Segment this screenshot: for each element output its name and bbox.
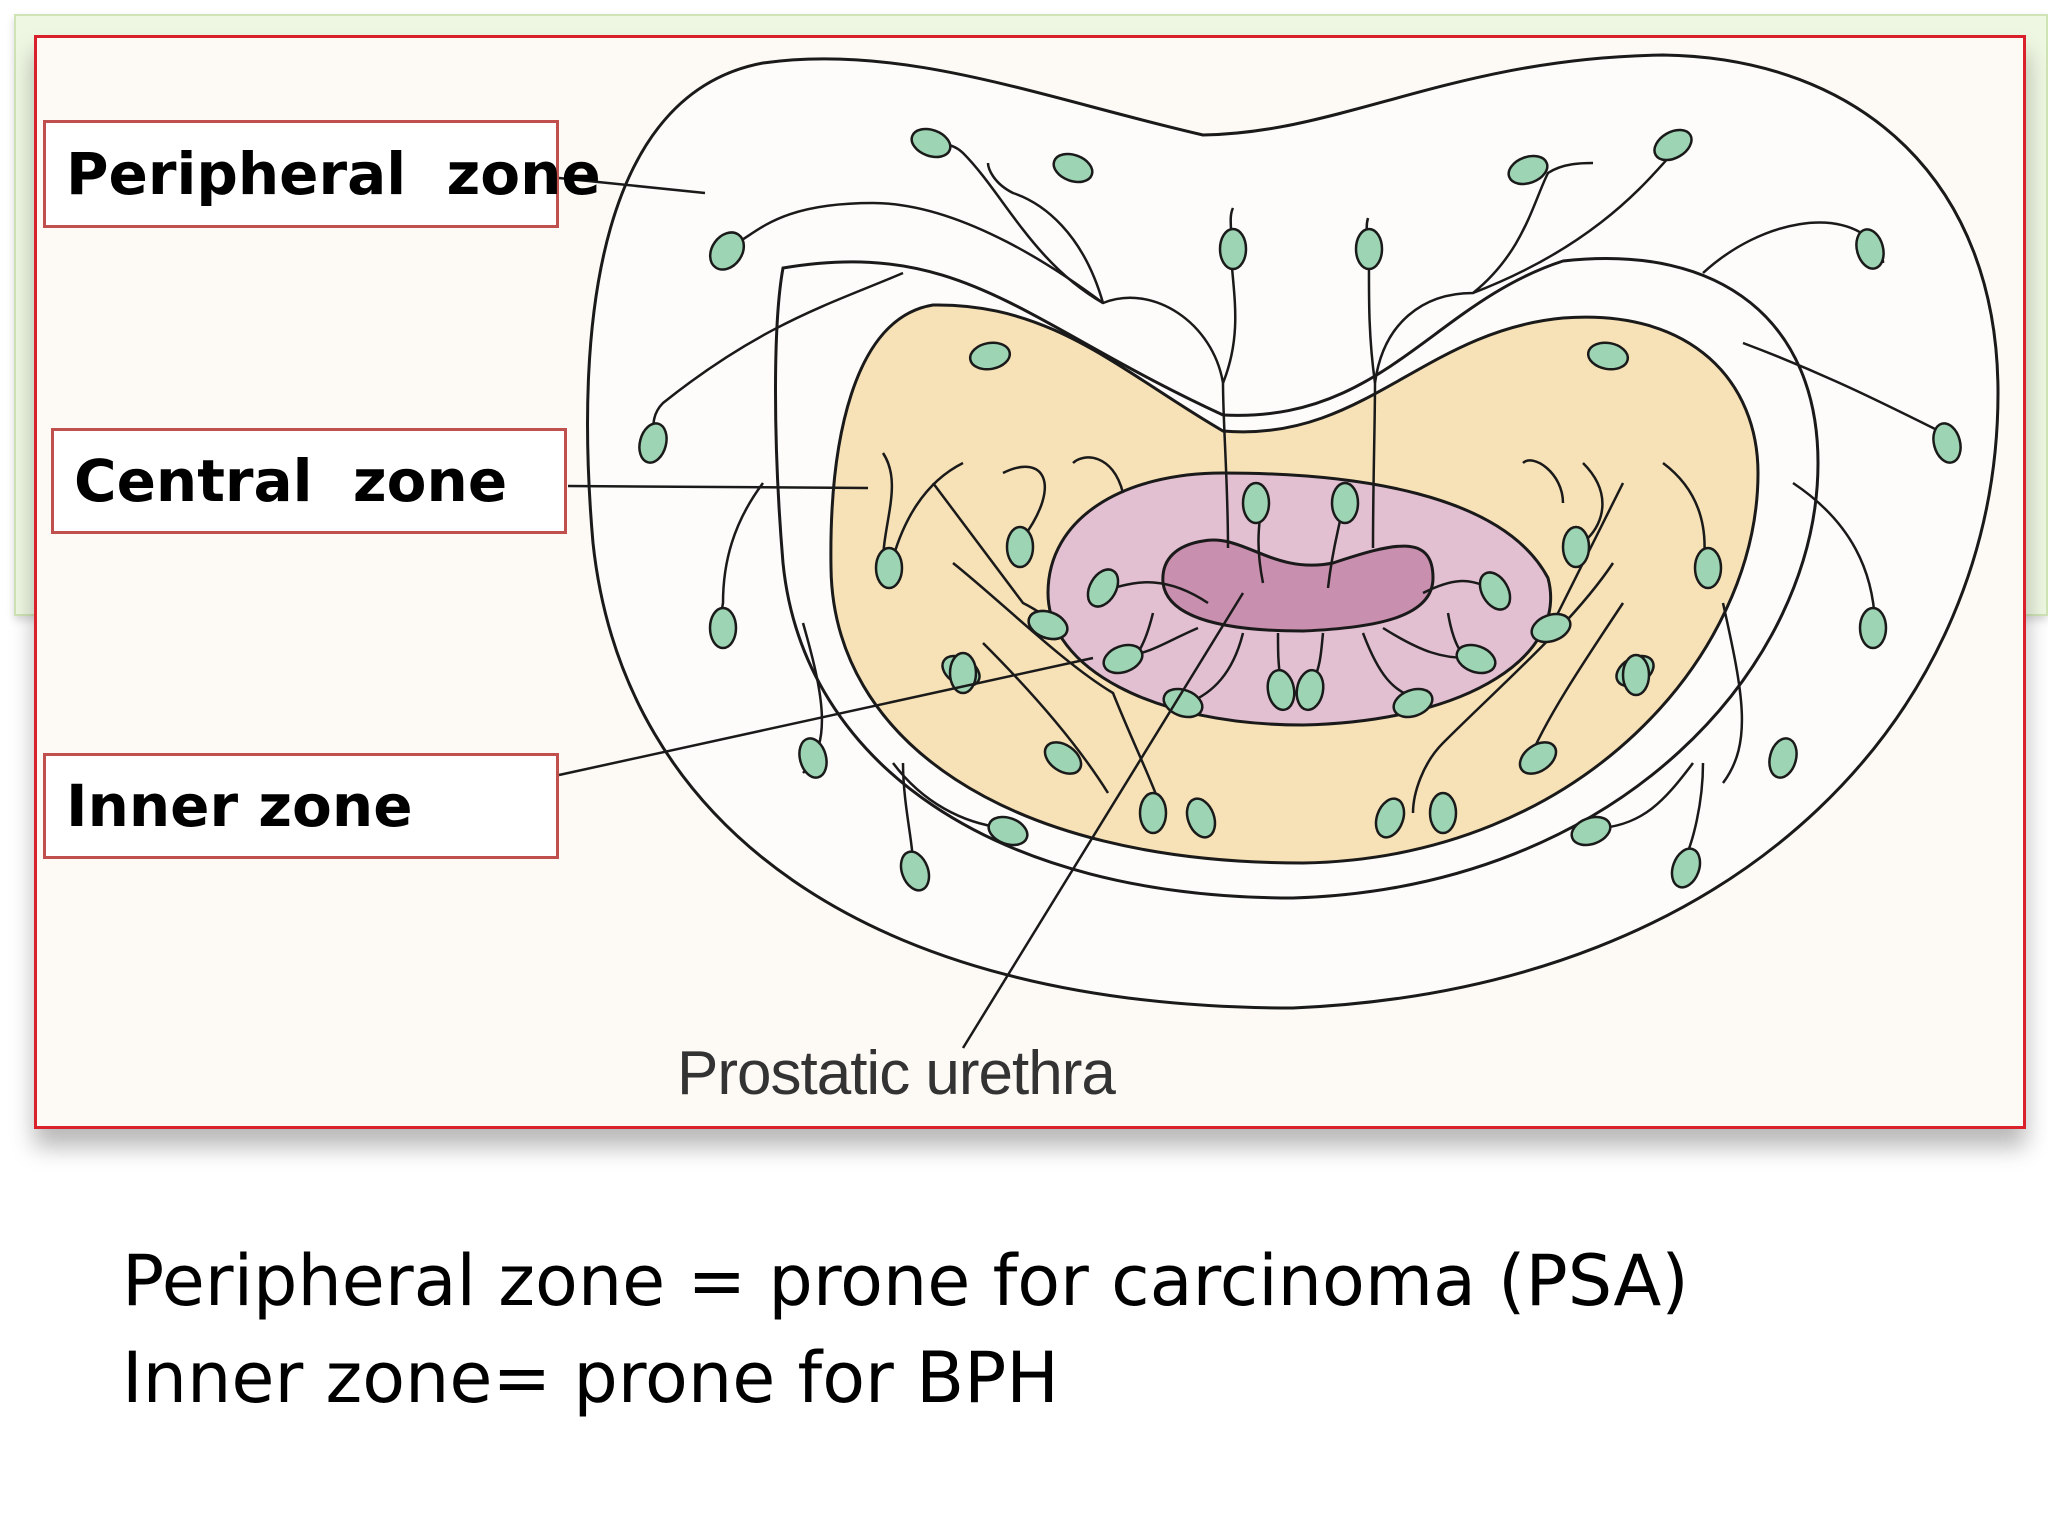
gland-icon xyxy=(1162,687,1204,719)
gland-icon xyxy=(1561,525,1591,569)
gland-icon xyxy=(1052,152,1094,184)
gland-icon xyxy=(1621,653,1651,697)
gland-icon xyxy=(1266,668,1296,712)
gland-icon xyxy=(1374,797,1406,839)
leader-lines xyxy=(558,176,1245,1049)
gland-icon xyxy=(1295,668,1325,712)
peripheral-zone-label: Peripheral zone xyxy=(43,120,601,228)
gland-icon xyxy=(708,606,738,650)
gland-icon xyxy=(1354,227,1384,271)
caption-line-2: Inner zone= prone for BPH xyxy=(122,1337,1059,1419)
caption-line-1: Peripheral zone = prone for carcinoma (P… xyxy=(122,1240,1689,1322)
gland-icon xyxy=(1455,643,1497,675)
prostate-zones-diagram xyxy=(558,53,2000,1049)
gland-icon xyxy=(1102,643,1144,675)
prostatic-urethra-leader xyxy=(961,592,1245,1049)
gland-icon xyxy=(1670,847,1702,889)
gland-icon xyxy=(1185,797,1217,839)
gland-icon xyxy=(1241,481,1271,525)
gland-icon xyxy=(1478,571,1512,611)
gland-icon xyxy=(1392,687,1434,719)
gland-icon xyxy=(968,341,1012,371)
gland-icon xyxy=(948,651,978,695)
gland-icon xyxy=(1086,568,1120,608)
gland-icon xyxy=(1507,154,1549,186)
figure-frame: Peripheral zone Central zone Inner zone … xyxy=(34,35,2026,1129)
gland-icon xyxy=(1858,606,1888,650)
gland-icon xyxy=(987,815,1029,847)
peripheral-zone-leader xyxy=(558,176,706,195)
central-zone-leader xyxy=(567,484,869,490)
gland-icon xyxy=(638,422,668,464)
inner-zone-label: Inner zone xyxy=(43,753,559,859)
inner-zone-leader xyxy=(558,656,1094,777)
gland-icon xyxy=(708,231,746,271)
gland-icon xyxy=(1570,815,1612,847)
gland-icon xyxy=(874,546,904,590)
central-zone-label: Central zone xyxy=(51,428,567,534)
gland-icon xyxy=(1653,128,1693,162)
gland-icon xyxy=(1768,737,1798,779)
gland-icon xyxy=(798,737,828,779)
gland-icon xyxy=(1586,341,1630,371)
gland-icon xyxy=(1330,481,1360,525)
gland-icon xyxy=(1218,227,1248,271)
gland-icon xyxy=(1005,525,1035,569)
gland-icon xyxy=(1530,612,1572,644)
gland-icon xyxy=(1693,546,1723,590)
gland-icon xyxy=(1932,422,1962,464)
gland-icon xyxy=(1027,609,1069,641)
prostatic-urethra-label: Prostatic urethra xyxy=(677,1039,1116,1108)
gland-icon xyxy=(899,850,931,892)
gland-icon xyxy=(1043,741,1083,775)
gland-icon xyxy=(1138,791,1168,835)
gland-icon xyxy=(1428,791,1458,835)
gland-icon xyxy=(1518,741,1558,775)
gland-icon xyxy=(910,127,952,159)
glands xyxy=(638,127,1962,892)
gland-icon xyxy=(1855,228,1885,270)
